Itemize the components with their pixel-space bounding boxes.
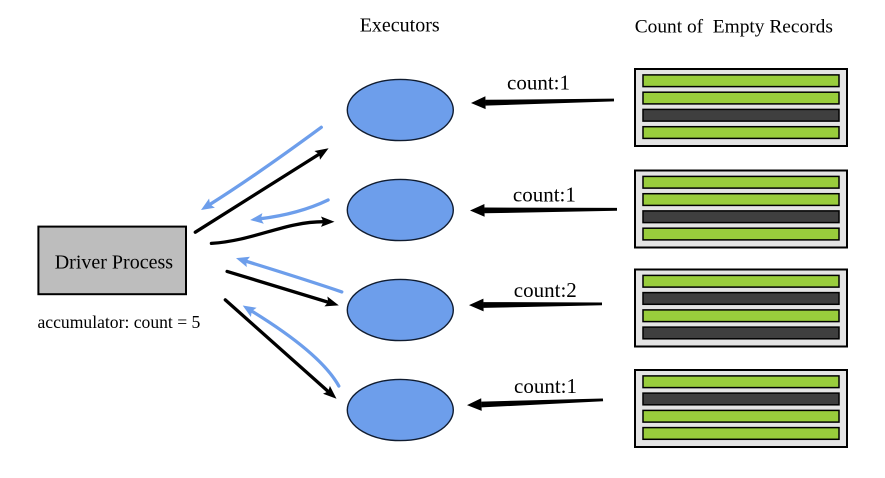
svg-text:count:1: count:1 xyxy=(507,71,570,95)
svg-text:Count of Empty Records: Count of Empty Records xyxy=(635,16,833,37)
svg-text:count:1: count:1 xyxy=(513,183,576,207)
svg-text:accumulator: count = 5: accumulator: count = 5 xyxy=(38,312,201,332)
svg-text:Executors: Executors xyxy=(360,15,440,37)
svg-text:count:1: count:1 xyxy=(514,374,577,398)
svg-text:Driver Process: Driver Process xyxy=(55,252,174,274)
svg-text:count:2: count:2 xyxy=(514,278,577,302)
